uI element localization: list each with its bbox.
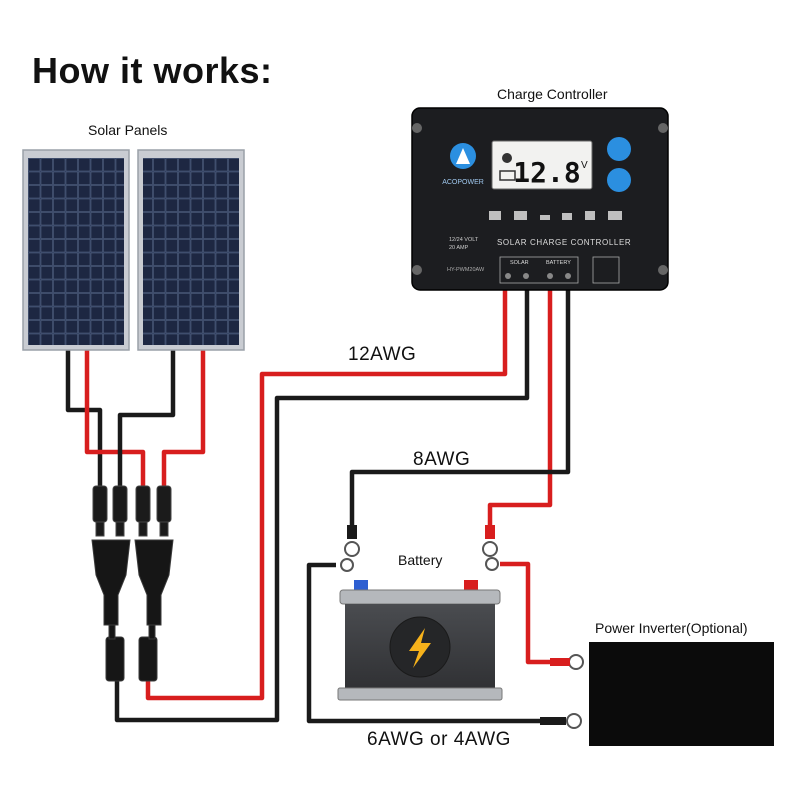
battery-lcd-icon — [499, 170, 516, 181]
power-inverter — [540, 642, 774, 746]
battery-negative-8awg-wire — [349, 288, 571, 530]
menu-button — [607, 137, 631, 161]
battery-positive-8awg-wire — [487, 288, 553, 530]
amp-rating-text: 20 AMP — [449, 245, 469, 251]
power-inverter-label: Power Inverter(Optional) — [595, 620, 748, 636]
y-branch-connectors — [91, 539, 174, 682]
pv-negative-12awg-wire — [114, 288, 530, 723]
lightning-bolt-icon — [409, 628, 431, 668]
terminal-solar-text: SOLAR — [510, 260, 529, 266]
sun-icon — [502, 153, 512, 163]
battery-ring-terminals — [340, 525, 499, 572]
panel2-negative-wire — [117, 350, 176, 488]
panel1-negative-wire — [65, 350, 103, 488]
model-text: HY-PWM20AW — [447, 267, 485, 273]
gauge-6awg-4awg-label: 6AWG or 4AWG — [367, 729, 511, 750]
solar-panel-2 — [137, 149, 245, 351]
inverter-negative-wire — [306, 562, 548, 724]
gauge-8awg-label: 8AWG — [413, 449, 471, 470]
mc4-connectors — [92, 485, 172, 537]
solar-panel-1 — [22, 149, 130, 351]
terminal-battery-text: BATTERY — [546, 260, 571, 266]
brand-text: ACOPOWER — [442, 179, 484, 186]
solar-panels-label: Solar Panels — [88, 122, 168, 138]
lcd-display — [491, 140, 593, 190]
pv-positive-12awg-wire — [145, 288, 508, 701]
voltage-rating-text: 12/24 VOLT — [449, 237, 479, 243]
charge-controller-label: Charge Controller — [497, 86, 608, 102]
charge-controller: ACOPOWER 12.8 V 12/24 VOLT 20 AMP SOLAR … — [411, 107, 669, 291]
gauge-12awg-label: 12AWG — [348, 344, 417, 365]
controller-name-text: SOLAR CHARGE CONTROLLER — [497, 238, 631, 247]
battery-label: Battery — [398, 552, 443, 568]
panel1-positive-wire — [84, 350, 146, 488]
inverter-positive-wire — [500, 561, 560, 665]
lcd-unit: V — [581, 160, 588, 171]
lcd-reading: 12.8 — [513, 156, 580, 189]
set-button — [607, 168, 631, 192]
wires — [65, 288, 571, 724]
battery — [337, 580, 503, 701]
panel2-positive-wire — [161, 350, 206, 488]
page-title: How it works: — [32, 50, 273, 91]
